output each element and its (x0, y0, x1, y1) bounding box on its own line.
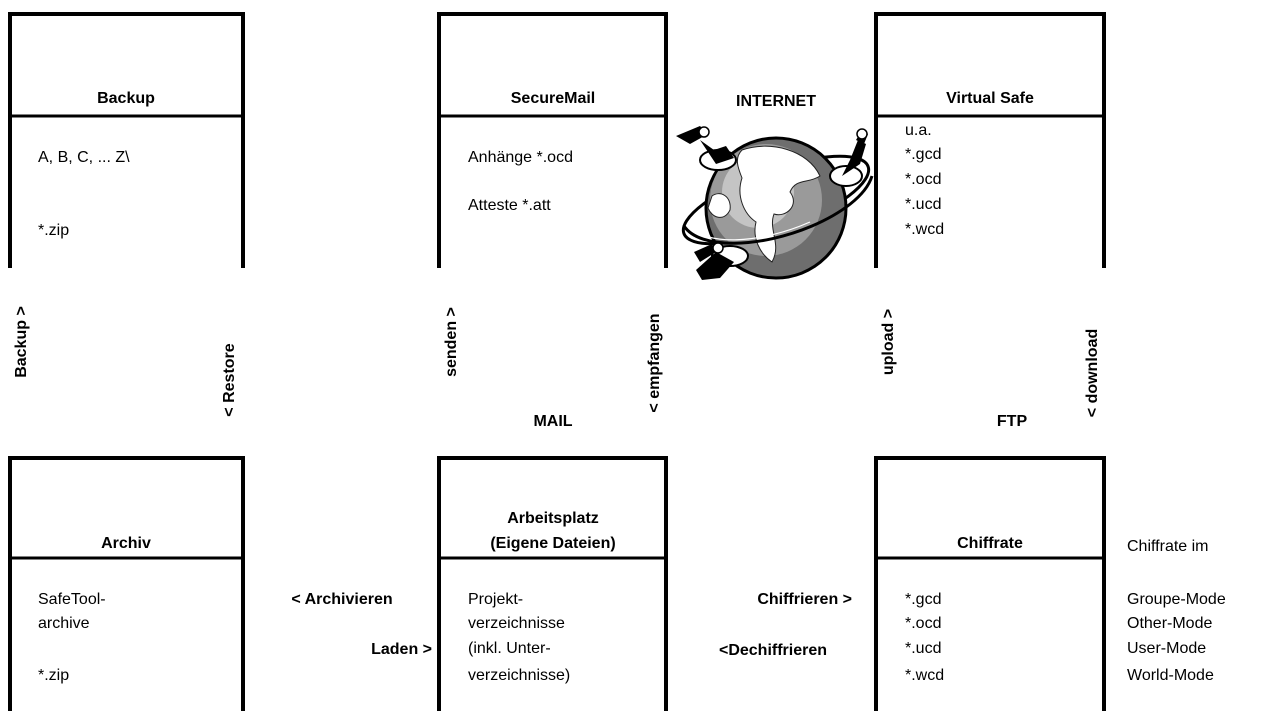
archiv-box-line: archive (38, 615, 90, 632)
virtualsafe-box-line: *.ocd (905, 171, 941, 188)
internet-label: INTERNET (736, 93, 816, 110)
virtualsafe-box-line: *.ucd (905, 196, 941, 213)
archiv-box-title: Archiv (101, 535, 151, 552)
globe-with-figures-icon (676, 126, 874, 280)
securemail-box-line: Anhänge *.ocd (468, 149, 573, 166)
archiv-box-line: *.zip (38, 667, 69, 684)
chiffrate-mode-item: Other-Mode (1127, 615, 1212, 632)
restore-arrow-label: < Restore (221, 343, 238, 416)
figure-right (829, 128, 868, 187)
arbeitsplatz-box-title: Arbeitsplatz (507, 510, 599, 527)
arbeitsplatz-box-line: verzeichnisse (468, 615, 565, 632)
backup-box: Backup A, B, C, ... Z\ *.zip (8, 12, 245, 268)
backup-box-title: Backup (97, 90, 155, 107)
ftp-label: FTP (997, 413, 1028, 430)
chiffrate-box: Chiffrate *.gcd *.ocd *.ucd *.wcd (874, 456, 1106, 711)
senden-arrow-label: senden > (443, 307, 460, 377)
empfangen-arrow-label: < empfangen (646, 313, 663, 412)
virtualsafe-box-line: *.wcd (905, 221, 944, 238)
chiffrate-mode-item: Groupe-Mode (1127, 591, 1226, 608)
dechiffrieren-arrow-label: <Dechiffrieren (719, 642, 827, 659)
archiv-box-line: SafeTool- (38, 591, 106, 608)
virtualsafe-box-title: Virtual Safe (946, 90, 1034, 107)
virtualsafe-box-line: *.gcd (905, 146, 941, 163)
securemail-box-line: Atteste *.att (468, 197, 551, 214)
arbeitsplatz-box-line: verzeichnisse) (468, 667, 570, 684)
chiffrate-box-line: *.wcd (905, 667, 944, 684)
chiffrate-box-line: *.ucd (905, 640, 941, 657)
arbeitsplatz-box-line: Projekt- (468, 591, 523, 608)
backup-box-line: *.zip (38, 222, 69, 239)
mail-label: MAIL (533, 413, 572, 430)
virtualsafe-box: Virtual Safe u.a. *.gcd *.ocd *.ucd *.wc… (874, 12, 1106, 268)
arbeitsplatz-box: Arbeitsplatz (Eigene Dateien) Projekt- v… (437, 456, 668, 711)
chiffrate-box-line: *.ocd (905, 615, 941, 632)
backup-box-line: A, B, C, ... Z\ (38, 149, 130, 166)
figure-bottom-left (694, 242, 749, 280)
archiv-box: Archiv SafeTool- archive *.zip (8, 456, 245, 711)
virtualsafe-box-line: u.a. (905, 122, 932, 139)
arbeitsplatz-box-line: (inkl. Unter- (468, 640, 551, 657)
chiffrate-mode-item: User-Mode (1127, 640, 1206, 657)
chiffrate-mode-item: World-Mode (1127, 667, 1214, 684)
download-arrow-label: < download (1084, 329, 1101, 417)
laden-arrow-label: Laden > (371, 641, 432, 658)
chiffrate-modes-heading: Chiffrate im (1127, 538, 1209, 555)
chiffrieren-arrow-label: Chiffrieren > (757, 591, 852, 608)
archivieren-arrow-label: < Archivieren (291, 591, 392, 608)
upload-arrow-label: upload > (880, 309, 897, 375)
securemail-box: SecureMail Anhänge *.ocd Atteste *.att (437, 12, 668, 268)
chiffrate-box-line: *.gcd (905, 591, 941, 608)
securemail-box-title: SecureMail (511, 90, 595, 107)
figure-top-left (676, 126, 737, 171)
backup-arrow-label: Backup > (13, 306, 30, 378)
arbeitsplatz-box-subtitle: (Eigene Dateien) (490, 535, 615, 552)
chiffrate-box-title: Chiffrate (957, 535, 1023, 552)
